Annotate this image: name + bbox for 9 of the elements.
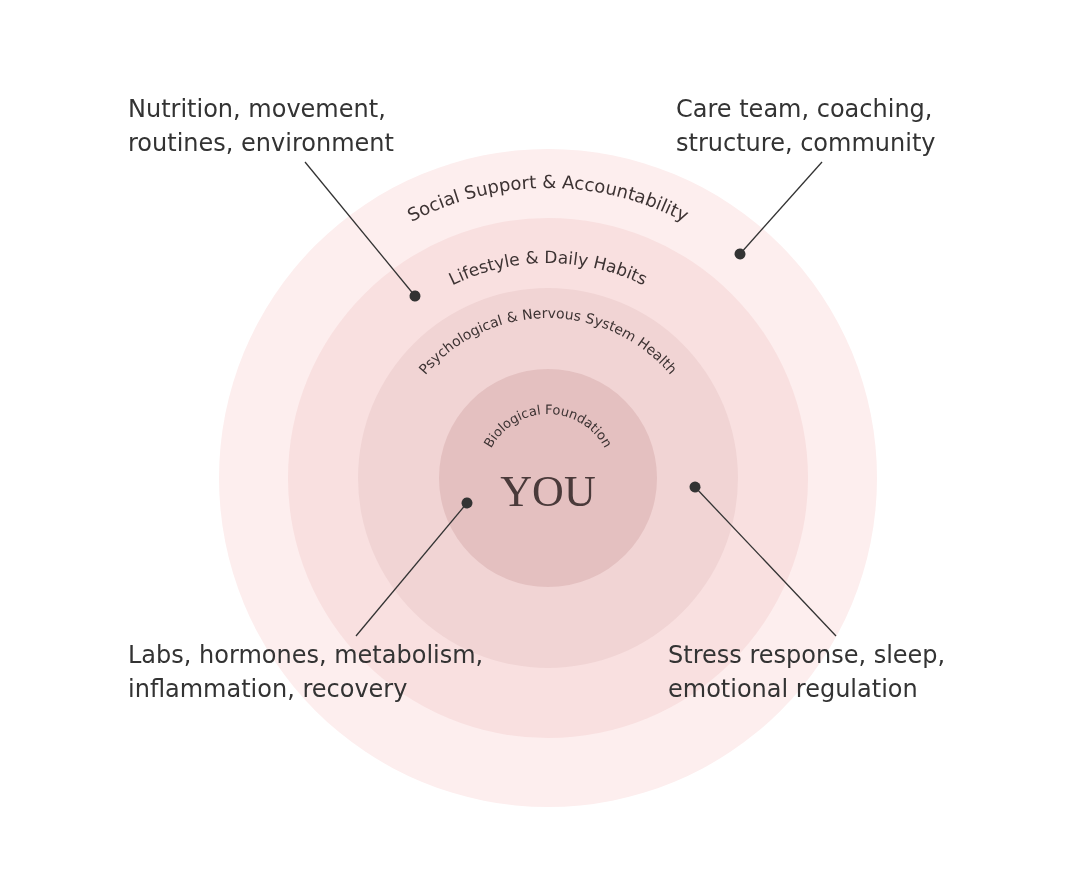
callout-text: Nutrition, movement, routines, environment xyxy=(128,92,488,160)
leader-line xyxy=(689,481,837,637)
center-title: YOU xyxy=(499,466,597,517)
leader-line xyxy=(734,161,823,260)
callout-text: Care team, coaching, structure, community xyxy=(676,92,1036,160)
callout-text: Stress response, sleep, emotional regulation xyxy=(668,638,1028,706)
callout-text: Labs, hormones, metabolism, inflammation, recovery xyxy=(128,638,488,706)
leader-line xyxy=(355,497,473,637)
leader-line xyxy=(304,161,421,302)
